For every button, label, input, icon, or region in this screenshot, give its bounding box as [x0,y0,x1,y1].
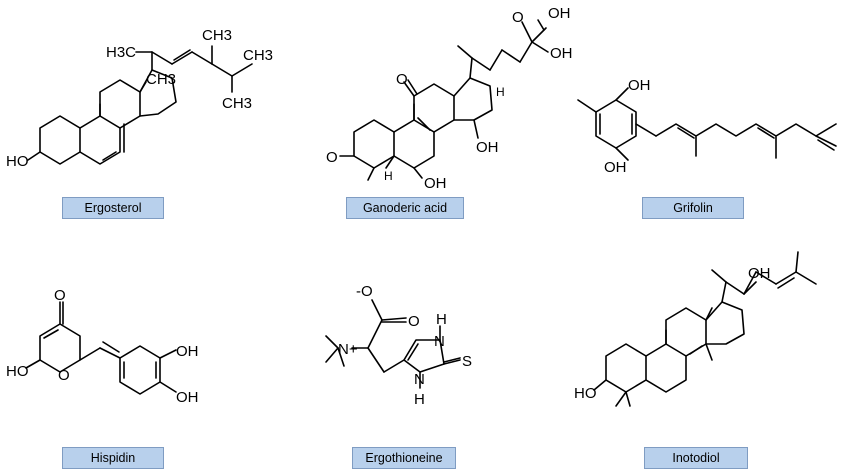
ergosterol-label: Ergosterol [62,197,164,219]
grifolin-label: Grifolin [642,197,744,219]
ganoderic-side-o-label: O [512,9,524,26]
ergosterol-ch3-bottom-label: CH3 [222,95,252,112]
hispidin-carbonyl-o-label: O [54,287,66,304]
grifolin-oh-bottom-label: OH [604,159,627,176]
ganoderic-acid-label: Ganoderic acid [346,197,464,219]
ergothioneine-label: Ergothioneine [352,447,456,469]
ergothioneine-structure: -O O N+ H N N H S [325,283,472,408]
hispidin-structure: O HO O OH OH [6,287,199,406]
ergothioneine-n-top-label: N [434,333,445,350]
hispidin-oh-meta-label: OH [176,343,199,360]
ergosterol-structure: HO H3C CH3 CH3 CH3 CH3 [6,27,273,170]
ganoderic-oh-7-label: OH [424,175,447,192]
ergothioneine-s-label: S [462,353,472,370]
ganoderic-ketone-o-label: O [326,149,338,166]
ergosterol-ch3-right-label: CH3 [243,47,273,64]
ganoderic-oh-15-label: OH [476,139,499,156]
ganoderic-ketone-o2-label: O [396,71,408,88]
ergothioneine-carboxylate-label: -O [356,283,373,300]
ergothioneine-carbonyl-o-label: O [408,313,420,330]
inotodiol-oh-label: OH [748,265,771,282]
grifolin-structure: OH OH [577,77,837,176]
ergothioneine-h-bottom-label: H [414,391,425,408]
ganoderic-acid-oh-label: OH [548,5,571,22]
ergosterol-ho-label: HO [6,153,29,170]
hispidin-ring-o-label: O [58,367,70,384]
ganoderic-acid-structure: O O OH H OH OH O H OH [326,5,573,192]
ergosterol-ch3-top-label: CH3 [202,27,232,44]
grifolin-oh-top-label: OH [628,77,651,94]
hispidin-ho-label: HO [6,363,29,380]
hispidin-label: Hispidin [62,447,164,469]
hispidin-oh-para-label: OH [176,389,199,406]
ergothioneine-ammonium-label: N+ [338,341,358,358]
inotodiol-ho-label: HO [574,385,597,402]
inotodiol-label: Inotodiol [644,447,748,469]
ergosterol-h3c-label: H3C [106,44,136,61]
ergothioneine-h-top-label: H [436,311,447,328]
ganoderic-h17-label: H [496,85,505,99]
ergothioneine-n-bottom-label: N [414,371,425,388]
ergosterol-ch3-ring-label: CH3 [146,71,176,88]
ganoderic-h-label: H [384,169,393,183]
inotodiol-structure: OH HO [574,251,817,407]
ganoderic-acid-o-label: OH [550,45,573,62]
